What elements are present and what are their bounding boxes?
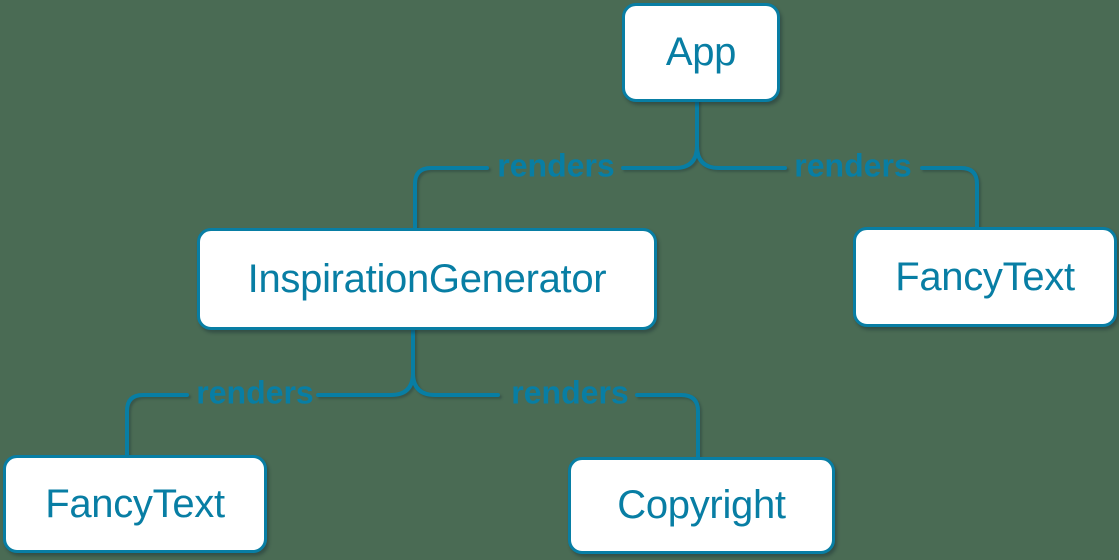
edge-app-to-fancytext-right-stem: [695, 99, 787, 170]
edge-label-renders-inspiration-fancytext: renders: [196, 374, 314, 411]
edge-label-renders-app-fancytext: renders: [794, 147, 912, 184]
edge-inspirationgenerator-to-fancytext-left-tail: [125, 393, 189, 458]
edge-inspirationgenerator-to-fancytext-left-stem: [316, 327, 415, 397]
node-copyright: Copyright: [568, 457, 835, 554]
node-inspiration-generator: InspirationGenerator: [197, 228, 657, 330]
node-fancy-text-left: FancyText: [3, 455, 267, 553]
node-copyright-label: Copyright: [617, 483, 786, 527]
node-fancy-text-right-label: FancyText: [895, 254, 1075, 299]
node-inspiration-generator-label: InspirationGenerator: [247, 256, 607, 301]
edge-inspirationgenerator-to-copyright-tail: [635, 393, 700, 460]
edge-app-to-fancytext-right-tail: [920, 166, 979, 230]
edge-inspirationgenerator-to-copyright-stem: [411, 327, 500, 397]
edge-label-renders-inspiration-copyright: renders: [511, 374, 629, 411]
node-app-label: App: [665, 30, 737, 74]
node-fancy-text-right: FancyText: [853, 227, 1117, 327]
edge-app-to-inspirationgenerator-stem: [621, 99, 699, 170]
node-app: App: [622, 3, 780, 102]
node-fancy-text-left-label: FancyText: [45, 481, 225, 526]
edge-label-renders-app-inspiration: renders: [497, 147, 615, 184]
edge-app-to-inspirationgenerator-tail: [413, 166, 489, 231]
